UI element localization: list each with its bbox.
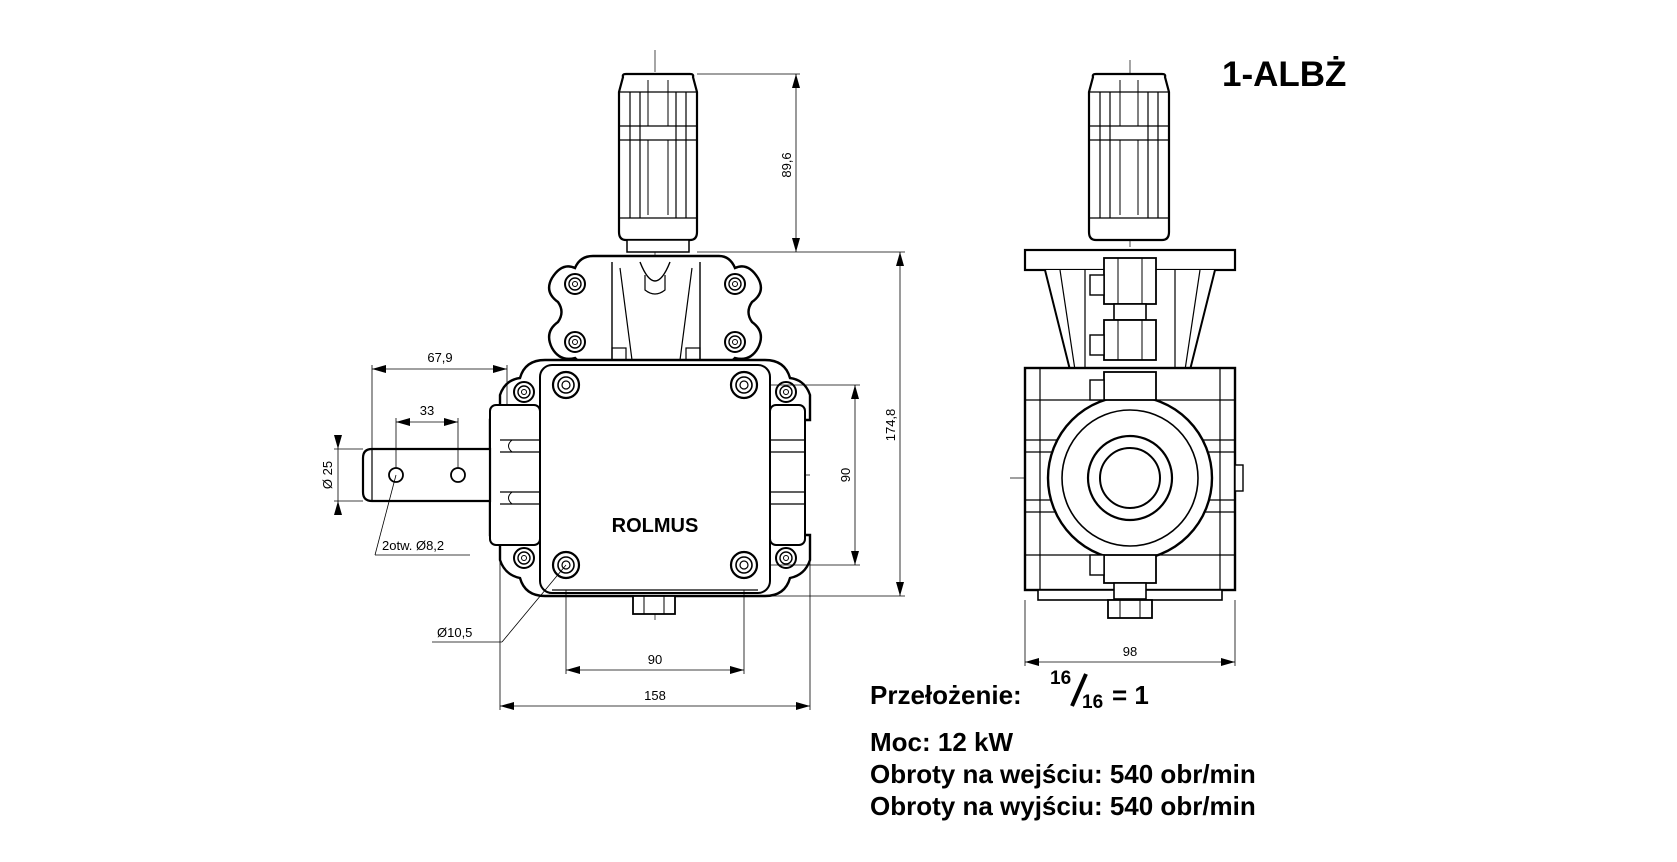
ratio-result: = 1 xyxy=(1112,680,1149,710)
brand-label: ROLMUS xyxy=(612,515,699,537)
side-arrows xyxy=(1025,658,1235,666)
input-shaft xyxy=(617,72,699,253)
ratio-numerator: 16 xyxy=(1050,668,1072,689)
dim-90-vertical: 90 xyxy=(838,468,853,482)
dim-holes: 2otw. Ø8,2 xyxy=(382,538,444,553)
ratio-denominator: 16 xyxy=(1082,692,1104,713)
side-bearing xyxy=(1046,394,1214,562)
front-dimensions xyxy=(334,73,905,710)
dim-90-horizontal: 90 xyxy=(648,652,662,667)
input-speed-spec: Obroty na wejściu: 540 obr/min xyxy=(870,759,1256,789)
upper-housing xyxy=(547,254,763,374)
dim-diameter-25: Ø 25 xyxy=(320,461,335,489)
ratio-line: Przełożenie: xyxy=(870,680,1022,711)
side-bolts xyxy=(1089,257,1157,600)
ratio-label: Przełożenie: xyxy=(870,680,1022,710)
dim-33: 33 xyxy=(420,403,434,418)
output-shaft xyxy=(361,447,492,503)
model-title: 1-ALBŻ xyxy=(1222,55,1347,94)
dim-158: 158 xyxy=(644,688,666,703)
dim-98: 98 xyxy=(1123,644,1137,659)
dim-diameter-10-5: Ø10,5 xyxy=(437,625,472,640)
dim-174-8: 174,8 xyxy=(883,409,898,442)
dim-67-9: 67,9 xyxy=(427,350,452,365)
front-view xyxy=(361,50,812,620)
main-housing xyxy=(488,358,812,615)
side-dimensions xyxy=(1024,600,1236,666)
power-spec: Moc: 12 kW xyxy=(870,727,1014,757)
front-arrows xyxy=(334,74,904,710)
side-input-shaft xyxy=(1087,72,1171,242)
ratio-slash xyxy=(1070,673,1088,707)
output-speed-spec: Obroty na wyjściu: 540 obr/min xyxy=(870,791,1256,821)
dim-89-6: 89,6 xyxy=(779,152,794,177)
side-view xyxy=(1010,60,1244,619)
